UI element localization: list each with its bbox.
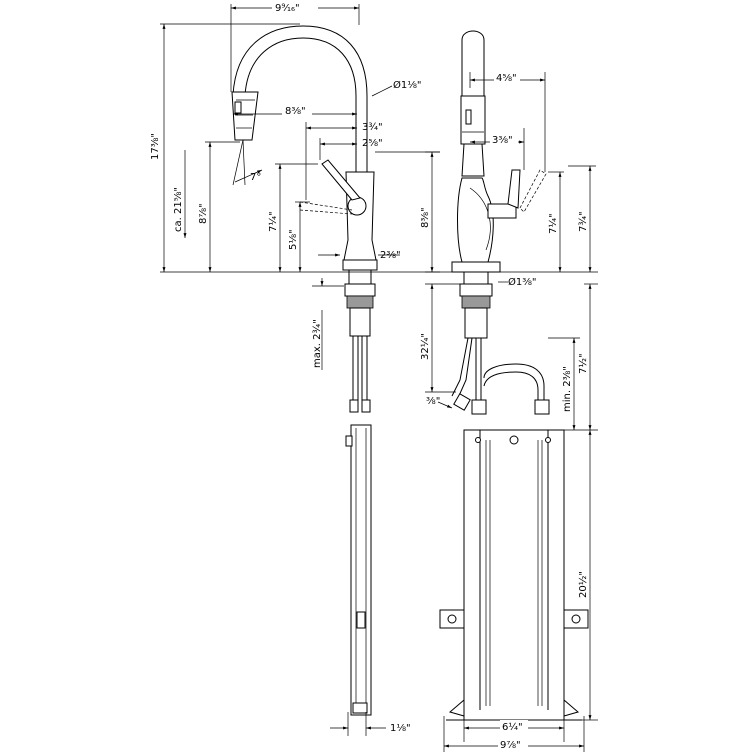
front-body — [451, 169, 547, 339]
spray-angle-label: 7° — [250, 172, 261, 183]
pipe-diameter-label: Ø1⅛" — [393, 79, 422, 91]
front-spout — [460, 30, 486, 177]
front-box — [439, 429, 589, 721]
front-spout-height-label: 8⅜" — [420, 207, 431, 228]
base-width-label: 2⅜" — [380, 250, 401, 261]
faucet-body — [299, 159, 378, 337]
lever-height-label: 7¼" — [267, 211, 279, 232]
base-diameter-label: Ø1⅜" — [508, 276, 537, 288]
hose-min-label: min. 2⅜" — [562, 366, 573, 412]
body-height-label: 5⅛" — [288, 229, 299, 250]
front-total-height-label: 7¾" — [578, 211, 589, 232]
box-outer-width-label: 9⅞" — [500, 740, 521, 751]
side-hoses — [349, 336, 371, 413]
front-hoses — [451, 337, 550, 415]
reach-b-label: 2⅝" — [362, 138, 383, 149]
reach-a-label: 3¾" — [362, 122, 383, 133]
side-box — [345, 424, 372, 716]
box-inner-width-label: 6¼" — [502, 721, 523, 733]
top-width-label: 9⁹⁄₁₆" — [275, 3, 300, 14]
side-view: 7° — [150, 1, 440, 736]
front-view: 4⅝" 3⅜" 8⅜" 7¼" 7¾" Ø1⅜" 32¼" ⅜" — [419, 30, 598, 752]
outlet-height-label: 8⅞" — [198, 203, 209, 224]
spray-line — [232, 139, 244, 186]
head-height-label: ca. 21⅝" — [173, 187, 184, 232]
connection-label: ⅜" — [426, 396, 440, 407]
total-height-label: 17⅜" — [150, 133, 161, 160]
box-height-label: 20½" — [577, 571, 589, 598]
head-offset-label: 4⅝" — [496, 73, 517, 84]
lever-offset-label: 3⅜" — [492, 135, 513, 146]
spout-arc — [231, 25, 368, 172]
front-lever-height-label: 7¼" — [547, 213, 559, 234]
hose-gap-label: 1⅛" — [390, 723, 411, 734]
box-height-top-label: 7½" — [577, 353, 589, 374]
spout-reach-label: 8⅜" — [285, 106, 306, 117]
shank-length-label: 32¼" — [419, 333, 431, 360]
max-thickness-label: max. 2¾" — [312, 319, 323, 368]
